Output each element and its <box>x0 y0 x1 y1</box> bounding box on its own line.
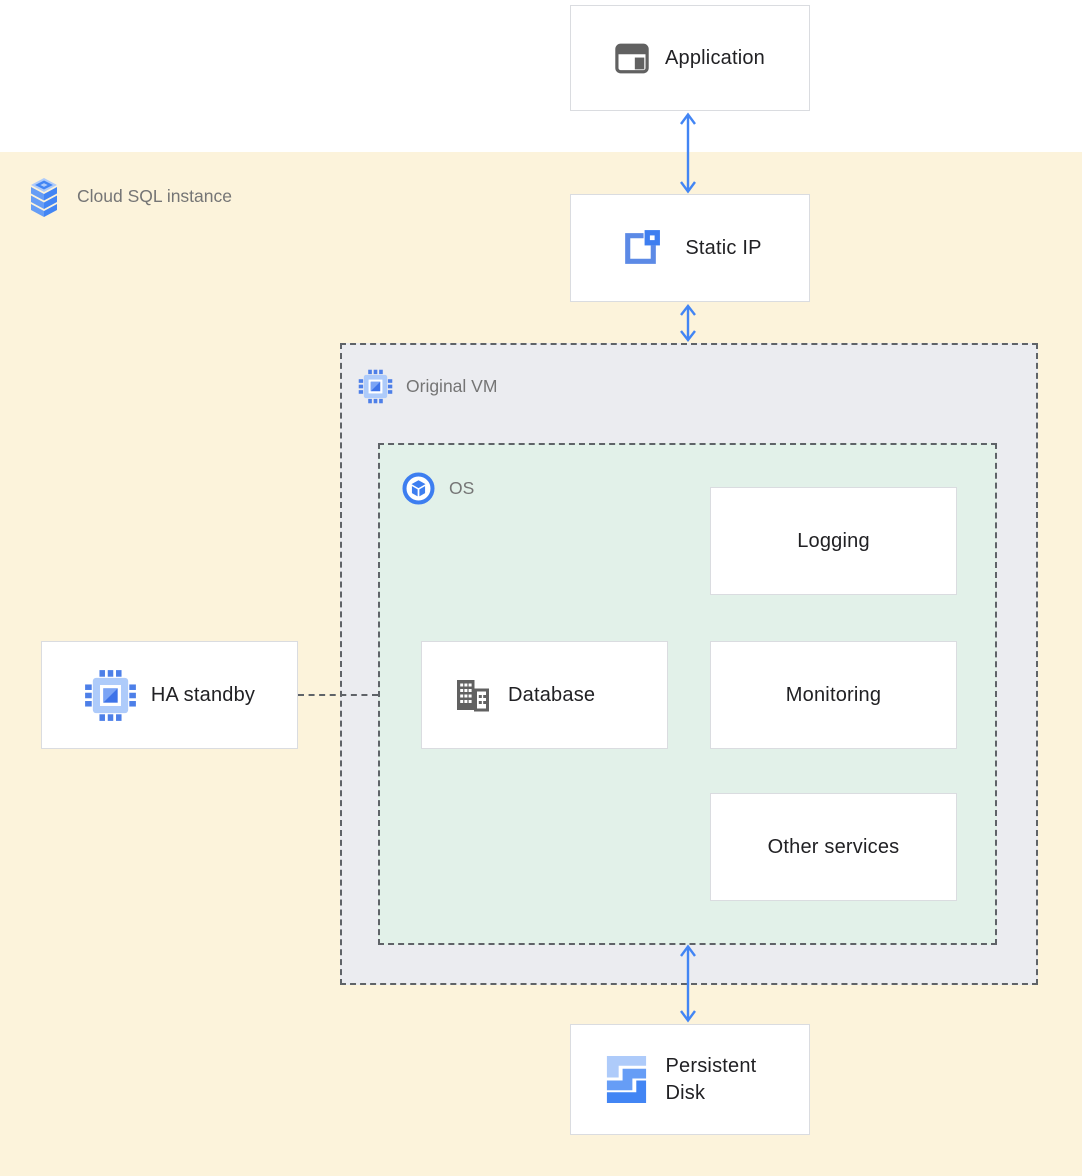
arrow-application-staticip <box>680 112 696 194</box>
cloud-sql-region-label-text: Cloud SQL instance <box>77 185 232 206</box>
ha-standby-node-label: HA standby <box>150 683 256 706</box>
static-ip-node-label: Static IP <box>685 236 762 259</box>
arrow-os-persistentdisk <box>680 944 696 1023</box>
original-vm-region-label: Original VM <box>358 368 497 404</box>
static-ip-node: Static IP <box>570 194 810 302</box>
persistent-disk-node: Persistent Disk <box>570 1024 810 1135</box>
os-icon <box>402 471 435 505</box>
original-vm-region-label-text: Original VM <box>406 375 498 396</box>
compute-engine-icon <box>358 369 393 403</box>
cloud-sql-region-label: Cloud SQL instance <box>24 174 232 218</box>
monitoring-node-label: Monitoring <box>785 683 882 706</box>
logging-node: Logging <box>710 487 957 595</box>
monitoring-node: Monitoring <box>710 641 957 749</box>
ha-standby-node: HA standby <box>41 641 298 749</box>
os-region-label-text: OS <box>449 477 475 498</box>
logging-node-label: Logging <box>797 529 870 552</box>
application-node-label: Application <box>664 46 766 69</box>
database-node-label: Database <box>508 683 596 706</box>
static-ip-icon <box>625 229 661 264</box>
compute-engine-icon <box>84 669 136 721</box>
os-region-label: OS <box>401 470 474 506</box>
application-icon <box>615 43 649 73</box>
persistent-disk-node-label: Persistent Disk <box>665 1054 757 1104</box>
application-node: Application <box>570 5 810 111</box>
other-services-node-label: Other services <box>767 835 900 858</box>
connector-hastandby-os <box>298 694 378 696</box>
cloud-sql-icon <box>31 178 57 217</box>
persistent-disk-icon <box>606 1056 646 1103</box>
arrow-staticip-vm <box>680 304 696 342</box>
database-icon <box>457 680 489 712</box>
database-node: Database <box>421 641 668 749</box>
other-services-node: Other services <box>710 793 957 901</box>
